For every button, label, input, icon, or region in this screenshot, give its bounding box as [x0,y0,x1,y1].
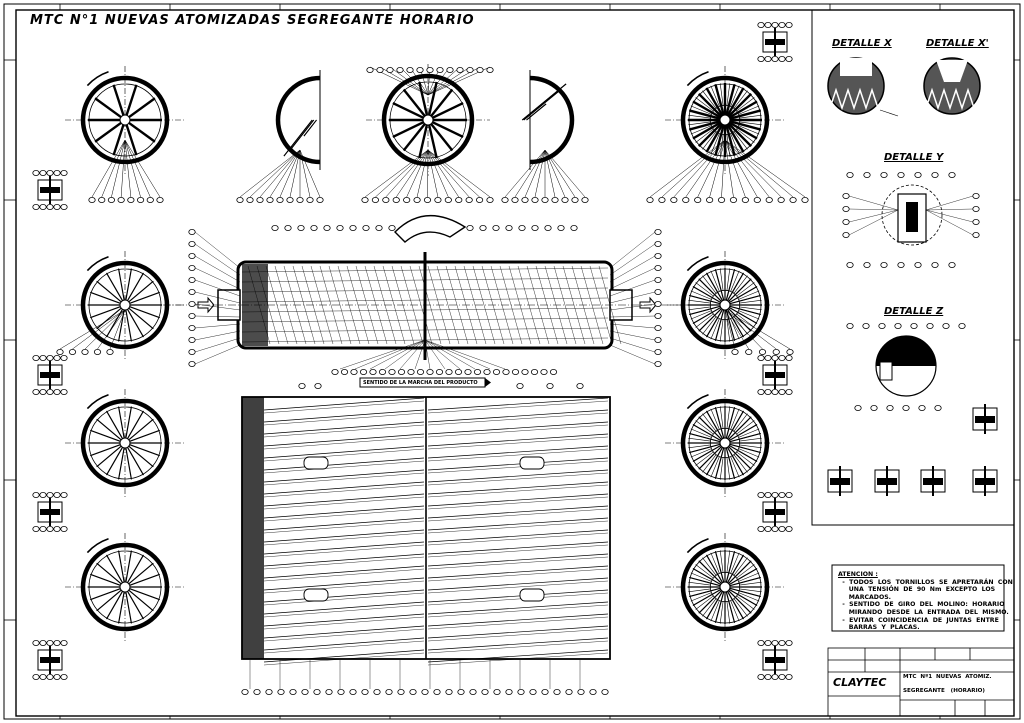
detail-z-graphic [846,322,966,411]
section-assembly [920,466,946,496]
bolt-detail [757,354,793,395]
notes-line: - SENTIDO DE GIRO DEL MOLINO: HORARIO [838,601,1005,609]
bolt-detail [32,354,68,395]
detail-x-prime-graphic [923,57,981,115]
notes-line: - EVITAR COINCIDENCIA DE JUNTAS ENTRE [838,616,999,624]
bolt-detail [32,640,68,681]
leader-lines [88,139,164,203]
section-view [665,389,785,497]
section-view [65,251,185,359]
section-assembly [972,466,998,496]
leader-lines [646,139,809,203]
section-view [665,251,785,359]
section-view [366,64,490,176]
section-assembly [874,466,900,496]
title-block [827,647,1015,717]
bolt-detail [32,169,68,210]
detail-x-label: DETALLE X [832,38,892,49]
bolt-detail [757,21,793,63]
leader-lines [366,66,494,96]
title-block-subtitle: SEGREGANTE (HORARIO) [903,688,985,694]
leader-lines [724,309,794,355]
section-view [665,533,785,641]
title-block-name: MTC Nº1 NUEVAS ATOMIZ. [903,674,992,680]
notes-line: BARRAS Y PLACAS. [838,624,920,632]
section-assembly [972,404,998,434]
detail-z-label: DETALLE Z [884,306,944,317]
detail-y-graphic [842,171,980,268]
cylinder-leaders [188,224,662,375]
notes-heading: ATENCION : [838,571,878,578]
section-view [665,66,785,174]
leader-lines [361,149,494,203]
company-logo: CLAYTEC [833,676,887,689]
leader-lines [56,309,126,355]
notes-text: ATENCION : - TODOS LOS TORNILLOS SE APRE… [838,571,1013,632]
bolt-detail [757,491,793,533]
detail-y-label: DETALLE Y [884,152,944,163]
detail-x-prime-label: DETALLE X' [926,38,989,49]
drawing-title: MTC N°1 NUEVAS ATOMIZADAS SEGREGANTE HOR… [30,13,475,28]
access-hatch [303,588,329,602]
bolt-detail [757,640,793,681]
lifter-profile [394,215,467,243]
access-hatch [519,456,545,470]
half-section-view [275,70,575,170]
section-view [65,389,185,497]
access-hatch [519,588,545,602]
leader-lines [236,149,324,203]
flow-direction-label: SENTIDO DE LA MARCHA DEL PRODUCTO [363,380,478,386]
bolt-detail [32,491,68,533]
notes-line: MARCADOS. [838,593,892,601]
outer-border [3,3,1021,720]
notes-box [831,564,1005,632]
notes-line: - TODOS LOS TORNILLOS SE APRETARÁN CON [838,578,1013,586]
access-hatch [303,456,329,470]
notes-line: MIRANDO DESDE LA ENTRADA DEL MISMO. [838,608,1009,616]
detail-x-graphic [827,57,899,117]
section-view [65,533,185,641]
section-assembly [827,466,853,496]
details-panel [811,9,1015,526]
liner-layout [241,382,611,696]
notes-line: UNA TENSIÓN DE 90 Nm EXCEPTO LOS [838,586,996,594]
leader-lines [501,149,589,203]
section-view [65,66,185,174]
